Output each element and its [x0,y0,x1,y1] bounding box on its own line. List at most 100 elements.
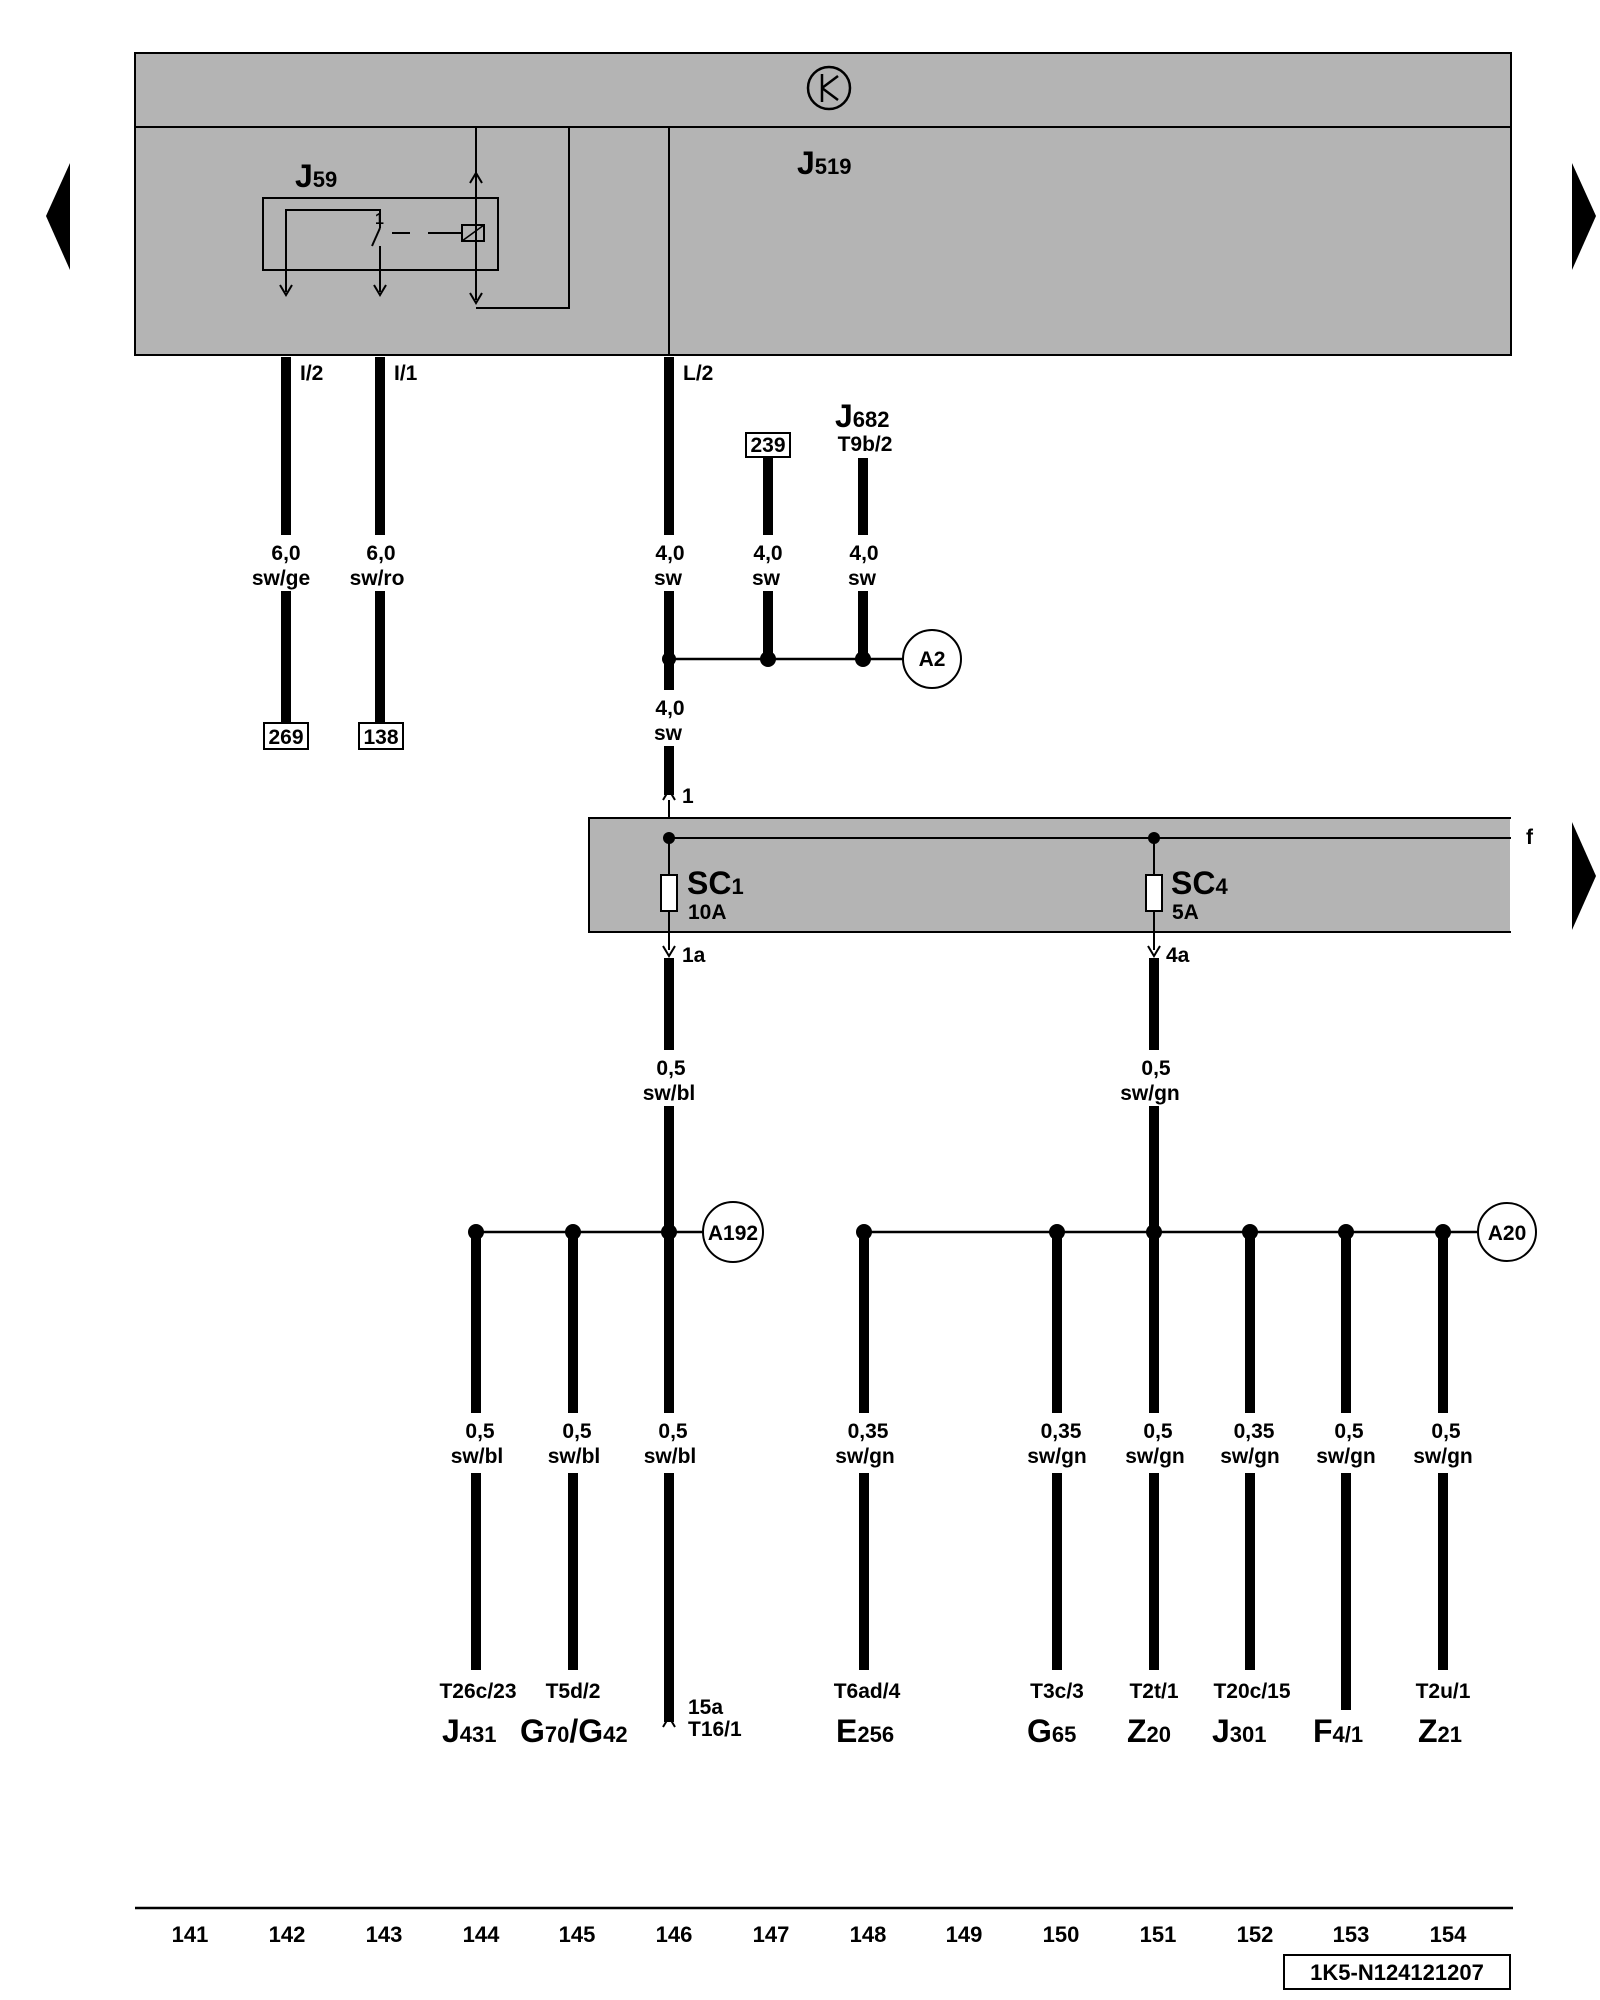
connector-pin: T26c/23 [439,1680,516,1703]
fuse-out-pin-4a: 4a [1166,944,1190,967]
relay-arrow-2 [469,292,483,305]
wire-color: sw/bl [644,1445,697,1468]
next-page-arrow-fuse[interactable] [1572,822,1596,930]
column-number: 141 [172,1922,209,1947]
column-number: 144 [463,1922,500,1947]
wire-color: sw [654,567,683,590]
junction-a192[interactable]: A192 [702,1201,764,1263]
next-page-arrow-top[interactable] [1572,163,1596,270]
ref-box-269[interactable]: 269 [263,722,309,750]
wire-color: sw/gn [1125,1445,1185,1468]
pin-label-i1: I/1 [394,362,418,385]
column-number: 151 [1140,1922,1177,1947]
wire-size: 0,35 [1234,1420,1275,1443]
fuse-in-arrow [662,788,676,801]
column-number: 149 [946,1922,983,1947]
wire-color: sw/gn [1316,1445,1376,1468]
component-z20: Z20 [1127,1713,1171,1749]
wire-size: 0,5 [1143,1420,1173,1443]
wire-size: 4,0 [655,542,684,565]
connector-pin: T20c/15 [1213,1680,1290,1703]
wire-size: 0,5 [562,1420,592,1443]
relay-label: J59 [295,158,337,194]
relay-arrow-4 [373,284,387,297]
svg-text:1K5-N124121207: 1K5-N124121207 [1310,1960,1484,1985]
column-number: 148 [850,1922,887,1947]
prev-page-arrow[interactable] [46,163,70,270]
connector-pin: T16/1 [688,1718,742,1741]
column-number: 152 [1237,1922,1274,1947]
column-number: 146 [656,1922,693,1947]
wire-color: sw/gn [1220,1445,1280,1468]
column-number: 145 [559,1922,596,1947]
fuse-rail-label: f [1526,826,1534,849]
wire-color: sw/gn [1120,1082,1180,1105]
connector-pin: T2u/1 [1416,1680,1471,1703]
connector-pin: 15a [688,1696,723,1719]
ref-box-138[interactable]: 138 [358,722,404,750]
component-g70-g42: G70/G42 [520,1713,628,1749]
wire-color: sw/bl [548,1445,601,1468]
splice-dot [760,651,776,667]
wire-color: sw/gn [835,1445,895,1468]
column-numbers: 141 142 143 144 145 146 147 148 149 150 … [172,1922,1467,1947]
column-number: 154 [1430,1922,1467,1947]
wire-color: sw/gn [1413,1445,1473,1468]
junction-a20[interactable]: A20 [1477,1202,1537,1262]
component-f4: F4/1 [1313,1713,1363,1749]
fuse-box [588,817,1540,950]
splice-dot [856,1224,872,1240]
connector-pin: T5d/2 [546,1680,601,1703]
junction-a2[interactable]: A2 [902,629,962,689]
fuse-out-pin-1a: 1a [682,944,706,967]
ground-clamp-icon [806,65,852,111]
fuse-sc4-rating: 5A [1172,901,1199,924]
splice-dot [1338,1224,1354,1240]
column-number: 147 [753,1922,790,1947]
wire-size: 4,0 [849,542,878,565]
splice-dot [662,652,676,666]
wire-color: sw/bl [643,1082,696,1105]
relay-arrow-3 [279,284,293,297]
splice-dot [1146,1224,1162,1240]
pin-label-l2: L/2 [683,362,713,385]
control-unit-label: J519 [797,145,852,181]
wire-color: sw [752,567,781,590]
fuse-out-arrow [1147,945,1161,958]
relay-pin-label: 1 [375,211,384,228]
fuse-in-pin: 1 [682,785,694,808]
wire-size: 0,5 [658,1420,688,1443]
wire-color: sw/ge [252,567,310,590]
splice-dot [565,1224,581,1240]
wire-size: 0,5 [465,1420,495,1443]
fuse-sc1-rating: 10A [688,901,727,924]
svg-text:A192: A192 [708,1222,758,1245]
svg-text:138: 138 [363,726,398,749]
ref-box-239[interactable]: 239 [745,432,791,458]
wire-color: sw/ro [350,567,405,590]
relay-arrow-1 [469,171,483,184]
wire-15a [664,1226,674,1722]
plug-arrow [662,1715,676,1728]
component-j301: J301 [1212,1713,1267,1749]
component-j431: J431 [442,1713,497,1749]
relay-j59 [262,127,570,309]
column-number: 153 [1333,1922,1370,1947]
pin-label-i2: I/2 [300,362,323,385]
connector-pin: T3c/3 [1030,1680,1084,1703]
column-number: 143 [366,1922,403,1947]
wire-color: sw/bl [451,1445,504,1468]
wire-size: 4,0 [655,697,684,720]
splice-dot [468,1224,484,1240]
wire-size: 0,35 [1041,1420,1082,1443]
column-number: 142 [269,1922,306,1947]
control-unit-panel [134,52,1512,356]
j682-label: J682 [835,398,890,434]
component-z21: Z21 [1418,1713,1462,1749]
component-e256: E256 [836,1713,894,1749]
svg-text:239: 239 [750,434,785,457]
wire-size: 4,0 [753,542,782,565]
connector-pin: T6ad/4 [834,1680,901,1703]
document-id: 1K5-N124121207 [1283,1954,1511,1990]
